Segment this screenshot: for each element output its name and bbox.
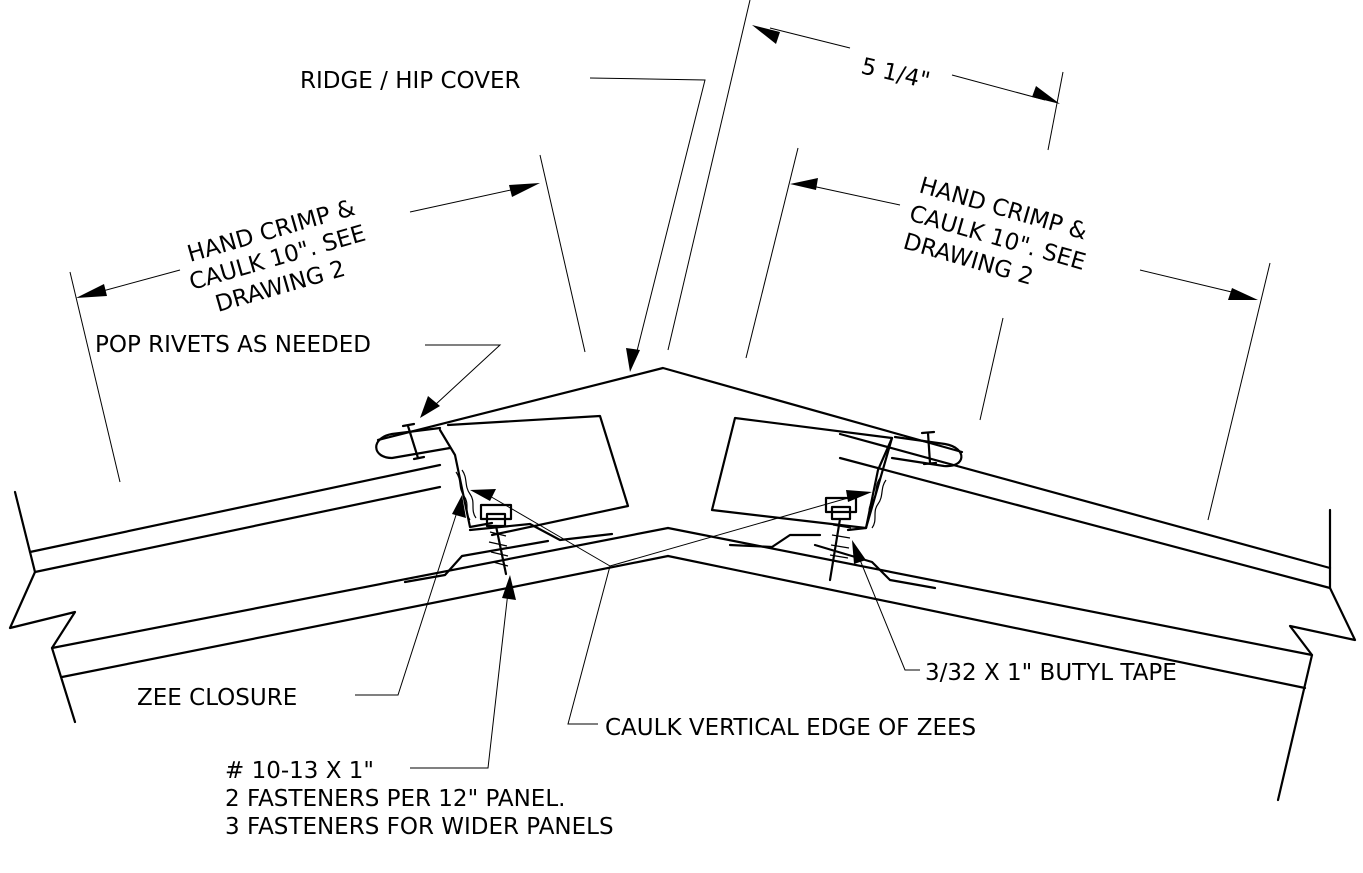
zee-closure-callout: ZEE CLOSURE: [137, 495, 466, 711]
right-zee-closure: [710, 416, 894, 532]
pop-rivets-label: POP RIVETS AS NEEDED: [95, 332, 371, 358]
right-fastener: [728, 496, 937, 590]
fastener-line-2: 2 FASTENERS PER 12" PANEL.: [225, 786, 565, 812]
right-crimp-dimension: HAND CRIMP & CAULK 10". SEE DRAWING 2: [745, 147, 1271, 521]
left-zee-closure: [438, 414, 630, 537]
left-fastener: [403, 503, 614, 584]
dimension-label: 5 1/4": [859, 54, 933, 95]
left-crimp-dimension: HAND CRIMP & CAULK 10". SEE DRAWING 2: [69, 154, 586, 483]
pop-rivets-callout: POP RIVETS AS NEEDED: [95, 332, 502, 418]
caulk-zees-label: CAULK VERTICAL EDGE OF ZEES: [605, 715, 976, 741]
zee-closure-label: ZEE CLOSURE: [137, 685, 297, 711]
right-roof-panel: [666, 432, 1357, 802]
butyl-tape-callout: 3/32 X 1" BUTYL TAPE: [852, 540, 1177, 686]
ridge-hip-cover: [375, 366, 964, 468]
ridge-cover-callout: RIDGE / HIP COVER: [300, 68, 706, 372]
fastener-line-3: 3 FASTENERS FOR WIDER PANELS: [225, 814, 614, 840]
fastener-callout: # 10-13 X 1" 2 FASTENERS PER 12" PANEL. …: [225, 575, 614, 840]
caulk-zees-callout: CAULK VERTICAL EDGE OF ZEES: [470, 489, 976, 741]
top-dimension: 5 1/4": [667, 0, 1064, 351]
fastener-line-1: # 10-13 X 1": [225, 758, 374, 784]
ridge-cover-label: RIDGE / HIP COVER: [300, 68, 520, 94]
left-roof-panel: [8, 463, 670, 724]
butyl-tape-label: 3/32 X 1" BUTYL TAPE: [925, 660, 1177, 686]
